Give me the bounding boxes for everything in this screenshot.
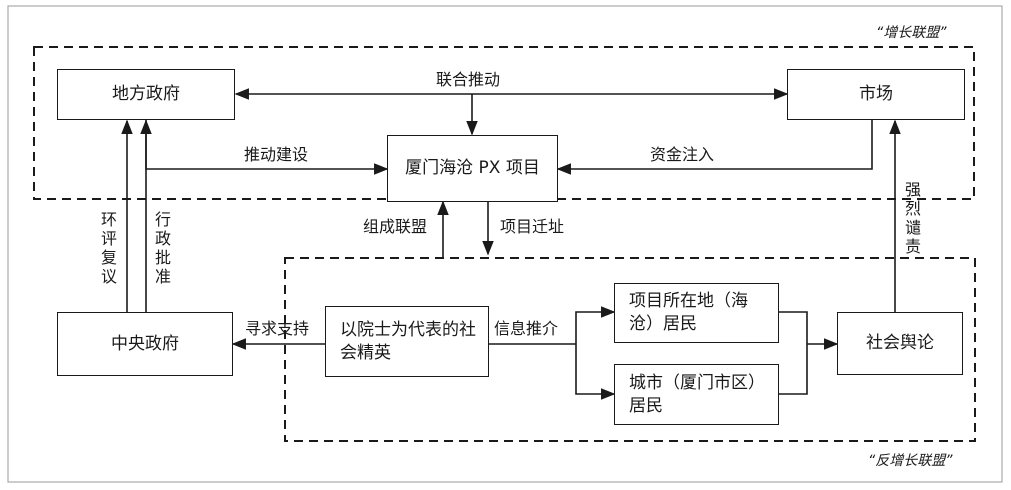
anti-growth-alliance-region: [284, 257, 976, 442]
arrow-capital-injection: [556, 120, 873, 175]
arrow-info-haicang: [575, 306, 616, 344]
edge-label-joint-push: 联合推动: [436, 70, 501, 89]
growth-alliance-label: “增长联盟”: [876, 25, 947, 41]
edge-label-eia-review: 环评复议: [100, 210, 117, 286]
outer-frame: [7, 5, 1003, 483]
edge-label-strong-condemnation: 强烈谴责: [904, 180, 921, 256]
node-social-elite: 以院士为代表的社会精英: [325, 306, 489, 377]
edge-label-admin-approval: 行政批准: [154, 210, 171, 286]
edge-label-seek-support: 寻求支持: [245, 319, 310, 338]
node-haicang-residents: 项目所在地（海沧）居民: [614, 283, 779, 343]
node-city-residents: 城市（厦门市区）居民: [614, 364, 779, 425]
node-public-opinion: 社会舆论: [837, 312, 963, 375]
edge-label-info-promotion: 信息推介: [494, 319, 559, 338]
arrow-haicang-opinion: [779, 311, 808, 344]
edge-label-relocation: 项目迁址: [500, 217, 565, 236]
node-local-government: 地方政府: [57, 69, 235, 120]
arrow-info-city: [575, 344, 616, 400]
edge-label-capital-injection: 资金注入: [650, 145, 715, 164]
arrow-city-opinion: [779, 344, 808, 395]
node-market: 市场: [787, 69, 965, 120]
node-central-government: 中央政府: [57, 312, 233, 376]
edge-label-promote-construction: 推动建设: [244, 145, 309, 164]
anti-growth-alliance-label: “反增长联盟”: [868, 453, 953, 469]
node-px-project: 厦门海沧 PX 项目: [387, 135, 558, 202]
edge-label-form-alliance: 组成联盟: [363, 217, 428, 236]
